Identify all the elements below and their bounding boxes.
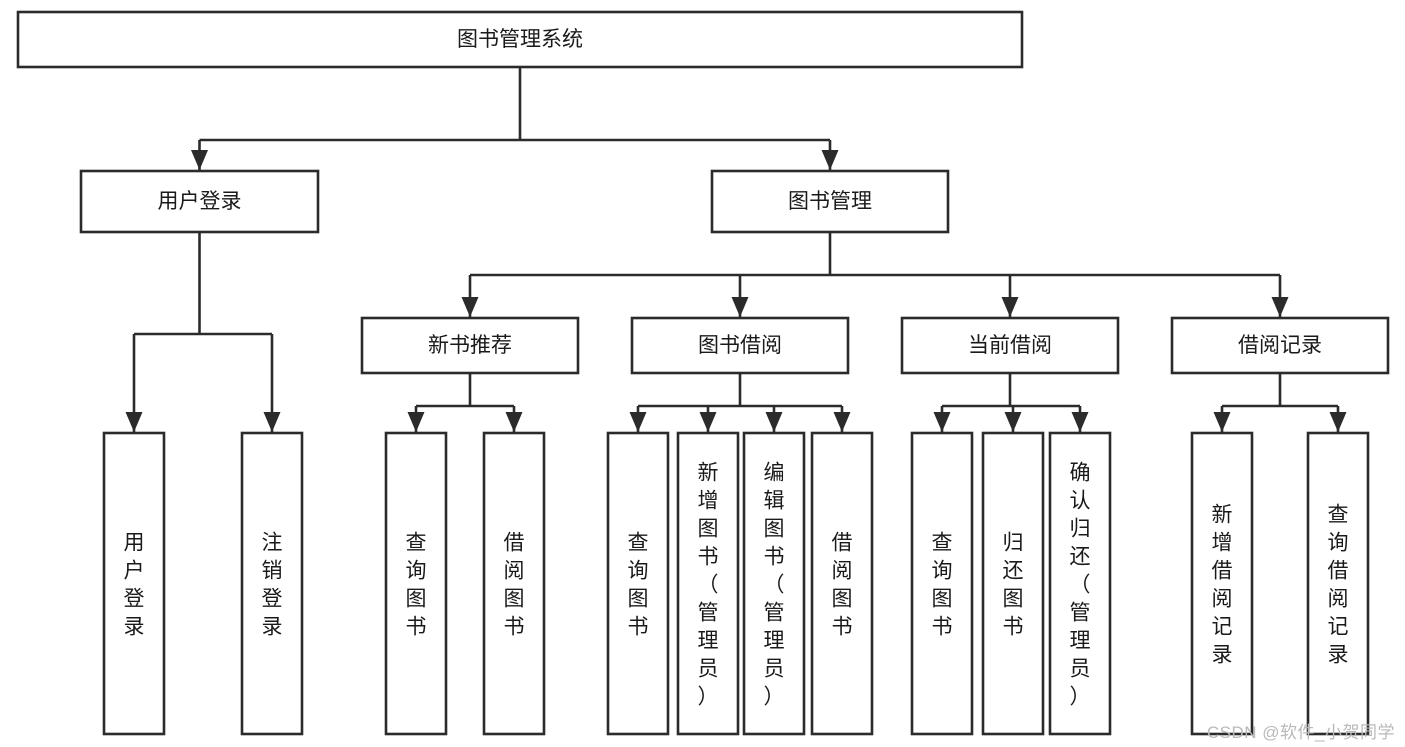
node-label-user-login: 用户登录 <box>158 190 242 213</box>
node-box-leaf-logout[interactable] <box>240 431 304 736</box>
arrow-head-icon <box>407 412 425 432</box>
nodes-layer: 图书管理系统用户登录图书管理新书推荐图书借阅当前借阅借阅记录用户登录注销登录查询… <box>16 10 1390 736</box>
node-box-leaf-confirm-return[interactable] <box>1048 431 1112 736</box>
arrow-head-icon <box>731 297 749 317</box>
arrow-head-icon <box>1213 412 1231 432</box>
arrow-head-icon <box>1329 412 1347 432</box>
node-leaf-query-record[interactable]: 查询借阅记录 <box>1306 431 1370 736</box>
node-book-manage[interactable]: 图书管理 <box>710 169 950 234</box>
node-box-new-book-recommend[interactable] <box>360 316 580 375</box>
node-leaf-edit-book[interactable]: 编辑图书（管理员） <box>742 431 806 736</box>
node-box-root[interactable] <box>16 10 1024 69</box>
node-leaf-add-book[interactable]: 新增图书（管理员） <box>676 431 740 736</box>
arrow-head-icon <box>1004 412 1022 432</box>
node-box-leaf-return-book[interactable] <box>981 431 1045 736</box>
node-label-leaf-add-record: 新增借阅记录 <box>1212 503 1233 666</box>
arrow-head-icon <box>699 412 717 432</box>
node-label-leaf-logout: 注销登录 <box>262 531 283 638</box>
node-leaf-return-book[interactable]: 归还图书 <box>981 431 1045 736</box>
arrow-head-icon <box>821 150 839 170</box>
node-box-current-borrow[interactable] <box>900 316 1120 375</box>
arrow-head-icon <box>1001 297 1019 317</box>
arrow-head-icon <box>191 150 208 170</box>
node-leaf-query-book-1[interactable]: 查询图书 <box>384 431 448 736</box>
node-label-borrow-record: 借阅记录 <box>1238 334 1322 357</box>
node-leaf-confirm-return[interactable]: 确认归还（管理员） <box>1048 431 1112 736</box>
node-box-leaf-user-login[interactable] <box>102 431 166 736</box>
arrow-head-icon <box>505 412 523 432</box>
node-box-leaf-query-record[interactable] <box>1306 431 1370 736</box>
node-label-leaf-query-book-3: 查询图书 <box>932 531 953 638</box>
node-box-leaf-edit-book[interactable] <box>742 431 806 736</box>
node-label-leaf-confirm-return: 确认归还（管理员） <box>1070 461 1091 708</box>
node-root[interactable]: 图书管理系统 <box>16 10 1024 69</box>
node-leaf-query-book-3[interactable]: 查询图书 <box>910 431 974 736</box>
node-borrow-record[interactable]: 借阅记录 <box>1170 316 1390 375</box>
arrow-head-icon <box>1271 297 1289 317</box>
node-box-borrow-record[interactable] <box>1170 316 1390 375</box>
arrow-head-icon <box>933 412 951 432</box>
node-leaf-query-book-2[interactable]: 查询图书 <box>606 431 670 736</box>
node-leaf-borrow-book-1[interactable]: 借阅图书 <box>482 431 546 736</box>
node-box-leaf-query-book-1[interactable] <box>384 431 448 736</box>
node-label-leaf-add-book: 新增图书（管理员） <box>698 461 719 708</box>
node-box-leaf-borrow-book-2[interactable] <box>810 431 874 736</box>
node-label-leaf-borrow-book-2: 借阅图书 <box>832 531 853 638</box>
node-box-leaf-add-book[interactable] <box>676 431 740 736</box>
arrow-head-icon <box>461 297 479 317</box>
arrow-head-icon <box>765 412 783 432</box>
csdn-watermark: CSDN @软件_小贺同学 <box>1206 723 1395 742</box>
arrow-head-icon <box>125 412 143 432</box>
node-leaf-borrow-book-2[interactable]: 借阅图书 <box>810 431 874 736</box>
node-label-leaf-return-book: 归还图书 <box>1003 531 1024 638</box>
node-box-book-borrow[interactable] <box>630 316 850 375</box>
arrow-head-icon <box>833 412 851 432</box>
node-user-login[interactable]: 用户登录 <box>79 169 320 234</box>
node-label-root: 图书管理系统 <box>457 28 583 51</box>
node-label-book-borrow: 图书借阅 <box>698 334 782 357</box>
node-current-borrow[interactable]: 当前借阅 <box>900 316 1120 375</box>
node-label-leaf-query-record: 查询借阅记录 <box>1328 503 1349 666</box>
node-label-leaf-query-book-1: 查询图书 <box>406 531 427 638</box>
node-label-leaf-user-login: 用户登录 <box>124 531 145 638</box>
node-leaf-add-record[interactable]: 新增借阅记录 <box>1190 431 1254 736</box>
node-box-book-manage[interactable] <box>710 169 950 234</box>
node-leaf-user-login[interactable]: 用户登录 <box>102 431 166 736</box>
node-box-leaf-borrow-book-1[interactable] <box>482 431 546 736</box>
node-label-leaf-edit-book: 编辑图书（管理员） <box>764 461 785 708</box>
node-leaf-logout[interactable]: 注销登录 <box>240 431 304 736</box>
node-label-leaf-query-book-2: 查询图书 <box>628 531 649 638</box>
node-label-leaf-borrow-book-1: 借阅图书 <box>504 531 525 638</box>
node-box-user-login[interactable] <box>79 169 320 234</box>
connector-lines-layer <box>125 67 1347 432</box>
node-label-new-book-recommend: 新书推荐 <box>428 334 512 357</box>
node-book-borrow[interactable]: 图书借阅 <box>630 316 850 375</box>
node-label-current-borrow: 当前借阅 <box>968 334 1052 357</box>
node-box-leaf-query-book-3[interactable] <box>910 431 974 736</box>
arrow-head-icon <box>629 412 647 432</box>
node-new-book-recommend[interactable]: 新书推荐 <box>360 316 580 375</box>
arrow-head-icon <box>263 412 281 432</box>
node-label-book-manage: 图书管理 <box>788 190 872 213</box>
node-box-leaf-add-record[interactable] <box>1190 431 1254 736</box>
arrow-head-icon <box>1071 412 1089 432</box>
node-box-leaf-query-book-2[interactable] <box>606 431 670 736</box>
